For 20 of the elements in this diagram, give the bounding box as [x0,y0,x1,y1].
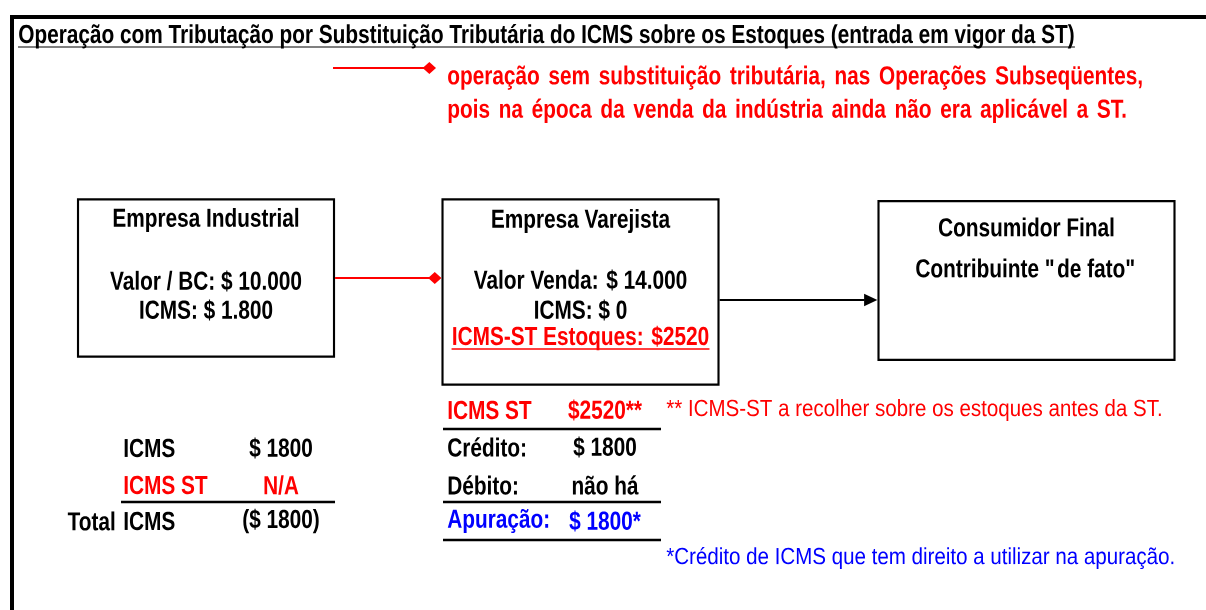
table-text: Total [67,511,115,531]
legend-text: operação sem substituição tributária, nas Operações Subseqüentes, pois na época da venda da indústria ainda não era aplicável a ST. [448,65,1142,124]
process-box: Empresa Varejista Valor Venda: $ 14.000 ICMS: $ 0 ICMS-ST Estoques: $2520 [441,198,720,386]
table-text: ICMS [124,511,175,531]
table-text: ** ICMS-ST a recolher sobre os estoques antes da ST. [666,399,1161,421]
process-box: Empresa Industrial Valor / BC: $ 10.000 ICMS: $ 1.800 [76,198,336,358]
table-text: *Crédito de ICMS que tem direito a utilizar na apuração. [666,546,1174,570]
title: Operação com Tributação por Substituição Tributária do ICMS sobre os Estoques (entrada em vigor da ST) [19,23,1074,49]
table-text: Crédito: [448,437,525,457]
table-text: Apuração: [447,508,549,534]
table-text: não há [572,475,639,495]
table-text: ($ 1800) [243,508,319,534]
table-text: $ 1800 [249,437,312,459]
table-text: $ 1800* [569,510,641,532]
table-text: ICMS ST [124,475,208,495]
process-box: Consumidor Final Contribuinte "de fato" [877,200,1176,361]
table-text: N/A [264,475,299,495]
table-text: Débito: [448,475,517,495]
table-text: ICMS [124,438,175,458]
table-text: $ 1800 [573,436,636,458]
